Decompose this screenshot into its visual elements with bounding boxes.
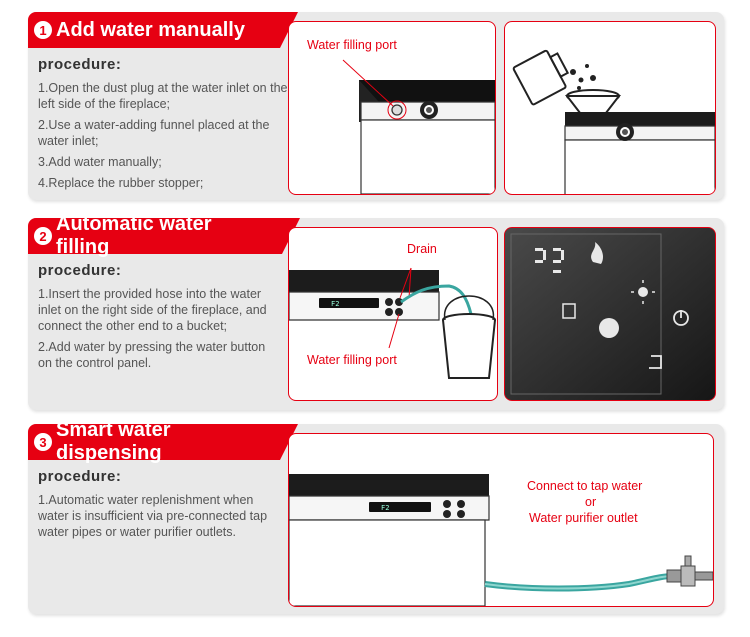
section-1-panel: 1 Add water manually procedure: 1.Open t… <box>28 12 724 200</box>
section-1-step: 3.Add water manually; <box>38 155 162 169</box>
connect-label-line2: or <box>585 495 597 509</box>
fireplace-top-illustration <box>342 59 495 194</box>
control-panel-photo <box>505 228 715 400</box>
section-2-number: 2 <box>34 227 52 245</box>
section-2-steps: 1.Insert the provided hose into the wate… <box>38 286 270 376</box>
section-1-figure-port: Water filling port <box>288 21 496 195</box>
tap-water-connection-illustration: F2 <box>289 474 713 606</box>
connect-label-line1: Connect to tap water <box>527 479 643 493</box>
section-3-panel: 3 Smart water dispensing procedure: 1.Au… <box>28 419 724 614</box>
hose-bucket-illustration: F2 <box>289 267 496 379</box>
section-2-procedure-heading: procedure: <box>38 262 122 279</box>
section-2-title-text: Automatic water filling <box>56 213 212 258</box>
section-1-title: 1 Add water manually <box>28 12 298 48</box>
water-filling-port-label: Water filling port <box>307 38 397 52</box>
drain-label: Drain <box>407 242 437 256</box>
section-3-steps: 1.Automatic water replenishment when wat… <box>38 492 270 545</box>
section-3-figure-tap-connection: Connect to tap water or Water purifier o… <box>288 433 714 607</box>
section-1-step: 1.Open the dust plug at the water inlet … <box>38 81 288 111</box>
section-2-title: 2 Automatic water filling <box>28 213 300 258</box>
section-3-step: 1.Automatic water replenishment when wat… <box>38 493 268 539</box>
section-2-step: 2.Add water by pressing the water button… <box>38 340 266 370</box>
section-1-step: 2.Use a water-adding funnel placed at th… <box>38 118 270 148</box>
section-3-title-text: Smart water dispensing <box>56 419 171 464</box>
section-3-title: 3 Smart water dispensing <box>28 419 298 464</box>
section-1-figure-funnel <box>504 21 716 195</box>
section-3-number: 3 <box>34 433 52 451</box>
panel-display-digits: F2 <box>331 300 339 308</box>
water-filling-port-label: Water filling port <box>307 353 397 367</box>
section-1-title-text: Add water manually <box>56 18 245 41</box>
section-1-number: 1 <box>34 21 52 39</box>
section-2-step: 1.Insert the provided hose into the wate… <box>38 287 267 333</box>
section-3-procedure-heading: procedure: <box>38 468 122 485</box>
section-1-procedure-heading: procedure: <box>38 56 122 73</box>
section-2-panel: 2 Automatic water filling procedure: 1.I… <box>28 213 724 410</box>
section-1-step: 4.Replace the rubber stopper; <box>38 176 204 190</box>
section-1-steps: 1.Open the dust plug at the water inlet … <box>38 80 288 196</box>
panel-display-digits: F2 <box>381 504 389 512</box>
section-2-figure-control-panel <box>504 227 716 401</box>
funnel-pouring-illustration <box>512 49 715 194</box>
section-2-figure-hose: Drain Water filling port F2 <box>288 227 498 401</box>
connect-label-line3: Water purifier outlet <box>529 511 638 525</box>
